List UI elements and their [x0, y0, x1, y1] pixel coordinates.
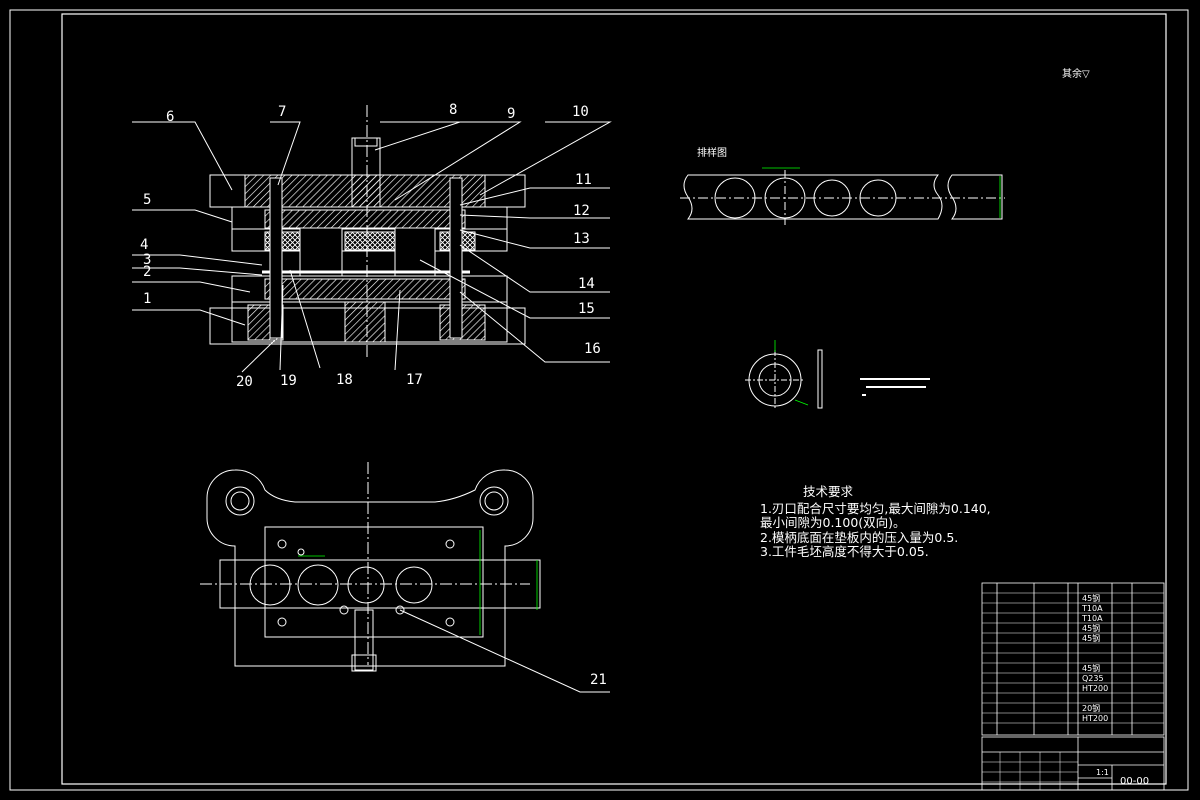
- part-number-labels: 1 2 3 4 5 6 7 8 9 10 11 12 13 14 15 16 1…: [140, 102, 607, 688]
- strip-layout: [680, 170, 1005, 225]
- strip-layout-label: 排样图: [697, 146, 727, 159]
- outer-border: [9, 9, 1189, 791]
- material-cell: 20钢: [1082, 703, 1100, 713]
- part-label-4: 4: [140, 237, 148, 253]
- part-label-16: 16: [584, 341, 601, 357]
- part-label-19: 19: [280, 373, 297, 389]
- parts-list-table: [981, 582, 1165, 736]
- tech-requirements-title: 技术要求: [803, 484, 854, 499]
- part-label-5: 5: [143, 192, 151, 208]
- material-cell: HT200: [1082, 714, 1108, 723]
- part-label-7: 7: [278, 104, 286, 120]
- plan-dimensions: [298, 530, 538, 635]
- part-label-17: 17: [406, 372, 423, 388]
- drawing-number: 00-00: [1120, 776, 1149, 787]
- parts-list-materials: 45钢 T10A T10A 45钢 45钢 45钢 Q235 HT200 20钢…: [1081, 593, 1108, 723]
- scale-value: 1:1: [1096, 768, 1109, 777]
- tech-requirement-line-2: 最小间隙为0.100(双向)。: [760, 515, 906, 530]
- strip-dimensions: [762, 167, 1001, 218]
- tech-requirement-line-1: 1.刃口配合尺寸要均匀,最大间隙为0.140,: [760, 501, 991, 516]
- part-label-15: 15: [578, 301, 595, 317]
- blank-part-view: [745, 349, 823, 410]
- part-label-3: 3: [143, 252, 151, 268]
- part-label-18: 18: [336, 372, 353, 388]
- blank-notes: [860, 378, 930, 396]
- tech-requirement-line-3: 2.模柄底面在垫板内的压入量为0.5.: [760, 530, 958, 545]
- part-label-9: 9: [507, 106, 515, 122]
- blank-dimensions: [774, 340, 809, 406]
- part-label-11: 11: [575, 172, 592, 188]
- material-cell: 45钢: [1082, 663, 1100, 673]
- part-label-8: 8: [449, 102, 457, 118]
- material-cell: 45钢: [1082, 623, 1100, 633]
- die-section-view: [209, 105, 526, 360]
- title-block: [981, 736, 1165, 791]
- part-label-6: 6: [166, 109, 174, 125]
- material-cell: T10A: [1081, 614, 1103, 623]
- material-cell: Q235: [1082, 674, 1104, 683]
- part-label-2: 2: [143, 264, 151, 280]
- part-label-10: 10: [572, 104, 589, 120]
- part-label-1: 1: [143, 291, 151, 307]
- tech-requirement-line-4: 3.工件毛坯高度不得大于0.05.: [760, 544, 929, 559]
- material-cell: 45钢: [1082, 633, 1100, 643]
- technical-requirements: 技术要求 1.刃口配合尺寸要均匀,最大间隙为0.140, 最小间隙为0.100(…: [760, 484, 991, 559]
- part-label-12: 12: [573, 203, 590, 219]
- material-cell: T10A: [1081, 604, 1103, 613]
- material-cell: 45钢: [1082, 593, 1100, 603]
- part-label-20: 20: [236, 374, 253, 390]
- part-label-21: 21: [590, 672, 607, 688]
- die-plan-view: [200, 462, 541, 672]
- inner-border: [61, 13, 1167, 785]
- material-cell: HT200: [1082, 684, 1108, 693]
- part-label-14: 14: [578, 276, 595, 292]
- roughness-mark: 其余▽: [1062, 67, 1090, 80]
- part-label-13: 13: [573, 231, 590, 247]
